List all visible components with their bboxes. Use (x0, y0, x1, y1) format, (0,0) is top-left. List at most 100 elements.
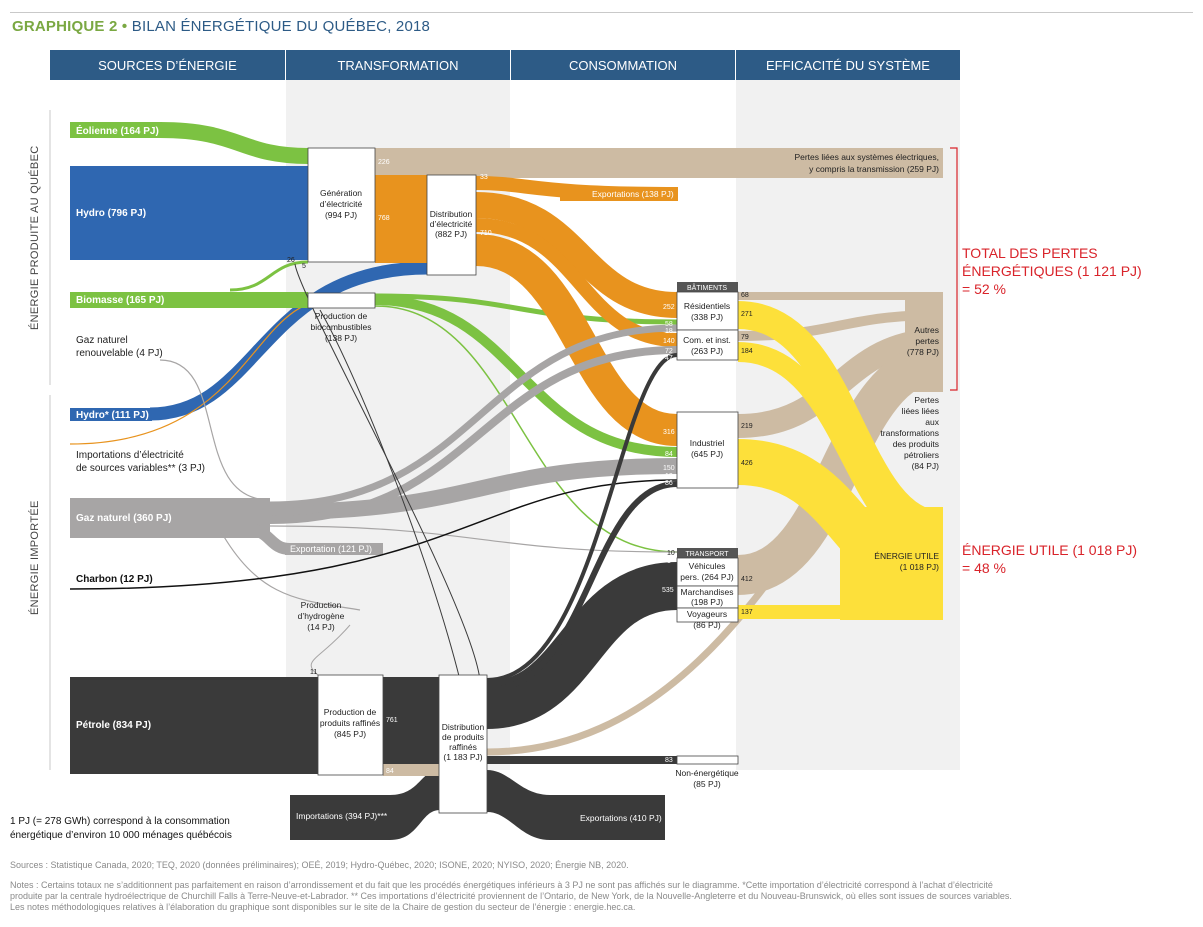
label-marchandises-1: Marchandises (681, 587, 734, 597)
value-10a: 10 (665, 473, 673, 480)
flow-gaz-exportation (249, 524, 291, 555)
label-gen-elec-2: d’électricité (320, 199, 363, 209)
value-412: 412 (741, 576, 753, 583)
label-residentiels-2: (338 PJ) (691, 312, 723, 322)
flow-biomasse-gen (229, 260, 309, 292)
chart-title-text: BILAN ÉNERGÉTIQUE DU QUÉBEC, 2018 (131, 18, 431, 35)
label-dist-raffines-2: de produits (442, 732, 484, 742)
label-pertes-petrole-4: transformations (880, 428, 939, 438)
value-252: 252 (663, 304, 675, 311)
side-label-produced: ÉNERGIE PRODUITE AU QUÉBEC (28, 146, 41, 330)
node-raffines (317, 674, 384, 776)
flow-biomasse-industriel (374, 295, 678, 457)
value-316: 316 (663, 429, 675, 436)
value-84b: 84 (386, 768, 394, 775)
node-industriel (676, 411, 739, 489)
value-68: 68 (741, 292, 749, 299)
label-pertes-petrole-3: aux (925, 417, 939, 427)
band-autres-pertes (905, 292, 943, 392)
node-residentiels (676, 291, 739, 331)
flow-petrole (70, 677, 318, 774)
value-140: 140 (663, 338, 675, 345)
header-sources: SOURCES D’ÉNERGIE (50, 50, 286, 80)
label-importations-petrole: Importations (394 PJ)*** (296, 811, 388, 821)
flow-gaz-exportation-band (285, 543, 383, 555)
node-gen-elec (307, 147, 376, 263)
node-voyageurs (676, 607, 739, 623)
flow-gen-petrole-line2 (319, 309, 461, 681)
flow-hydrogene (310, 624, 351, 676)
label-raffines-1: Production de (324, 707, 377, 717)
value-72: 72 (665, 348, 673, 355)
label-petrole: Pétrole (834 PJ) (76, 720, 151, 731)
flow-elec-industriel (474, 234, 679, 446)
node-transport-header (677, 548, 738, 558)
label-eolienne: Éolienne (164 PJ) (76, 124, 159, 137)
chart-title-tag: GRAPHIQUE 2 • (12, 18, 128, 35)
flow-gaz-hydrogene (219, 529, 361, 611)
header-transformation: TRANSFORMATION (286, 50, 511, 80)
header-consommation: CONSOMMATION (511, 50, 736, 80)
label-dist-elec-2: d’électricité (430, 219, 473, 229)
chart-title: GRAPHIQUE 2 • BILAN ÉNERGÉTIQUE DU QUÉBE… (12, 18, 430, 35)
label-hydro-import: Hydro* (111 PJ) (76, 410, 149, 421)
label-gen-elec-3: (994 PJ) (325, 210, 357, 220)
label-total-pertes-2: ÉNERGÉTIQUES (1 121 PJ) (962, 263, 1142, 279)
node-vehicules (676, 557, 739, 587)
label-total-pertes-1: TOTAL DES PERTES (962, 245, 1098, 261)
label-pertes-petrole-5: des produits (893, 439, 939, 449)
flow-gaz-naturel (70, 498, 270, 538)
label-voyageurs-1: Voyageurs (687, 609, 727, 619)
node-nonenergetique (676, 755, 739, 765)
label-batiments: BÂTIMENTS (687, 283, 727, 292)
label-total-utile-2: = 48 % (962, 560, 1006, 576)
flow-eolienne-stub (70, 122, 162, 138)
flow-gen-dist (375, 175, 427, 263)
label-pertes-petrole-7: (84 PJ) (912, 461, 940, 471)
label-dist-raffines-4: (1 183 PJ) (443, 752, 482, 762)
node-dist-raffines (438, 674, 488, 814)
label-industriel-2: (645 PJ) (691, 449, 723, 459)
label-residentiels-1: Résidentiels (684, 301, 730, 311)
value-10b: 10 (667, 550, 675, 557)
label-pertes-elec-2: y compris la transmission (259 PJ) (809, 164, 939, 174)
value-768: 768 (378, 215, 390, 222)
label-autres-pertes-2: pertes (915, 336, 939, 346)
flow-pertes-electriques (375, 148, 943, 178)
value-150: 150 (663, 465, 675, 472)
flow-raffines-transport (485, 562, 679, 729)
label-biomasse: Biomasse (165 PJ) (76, 295, 164, 306)
label-hydrogene-3: (14 PJ) (307, 622, 335, 632)
flow-hydro (70, 166, 308, 260)
value-535: 535 (662, 587, 674, 594)
label-exportation-gaz: Exportation (121 PJ) (290, 544, 372, 554)
flow-elec-cominst (475, 218, 678, 347)
value-219: 219 (741, 423, 753, 430)
notes-line2: produite par la centrale hydroélectrique… (10, 891, 1012, 901)
flow-raffines-loss-stub (383, 764, 439, 776)
bracket-total-pertes (950, 147, 958, 391)
flow-raffines-nonenergetique (487, 756, 678, 764)
node-cominst (676, 329, 739, 361)
label-total-utile-1: ÉNERGIE UTILE (1 018 PJ) (962, 542, 1137, 558)
value-33: 33 (480, 174, 488, 181)
unit-note: 1 PJ (= 278 GWh) correspond à la consomm… (10, 815, 232, 843)
label-nonenergetique-2: (85 PJ) (693, 779, 721, 789)
label-dist-raffines-1: Distribution (442, 722, 485, 732)
label-raffines-2: produits raffinés (320, 718, 380, 728)
label-cominst-2: (263 PJ) (691, 346, 723, 356)
label-pertes-petrole-6: pétroliers (904, 450, 939, 460)
node-batiments-header (677, 282, 738, 292)
label-exportations-elec: Exportations (138 PJ) (592, 189, 674, 199)
flow-raffines-resid (486, 353, 678, 682)
label-charbon: Charbon (12 PJ) (76, 574, 153, 585)
label-energie-utile-1: ÉNERGIE UTILE (874, 551, 939, 561)
value-3: 3 (667, 558, 671, 565)
flow-gaz-resid (269, 324, 678, 509)
label-gen-elec-1: Génération (320, 188, 362, 198)
label-raffines-3: (845 PJ) (334, 729, 366, 739)
flow-hydro-import-stub (70, 408, 152, 421)
flow-biomasse-transport (374, 305, 678, 553)
label-marchandises-2: (198 PJ) (691, 597, 723, 607)
